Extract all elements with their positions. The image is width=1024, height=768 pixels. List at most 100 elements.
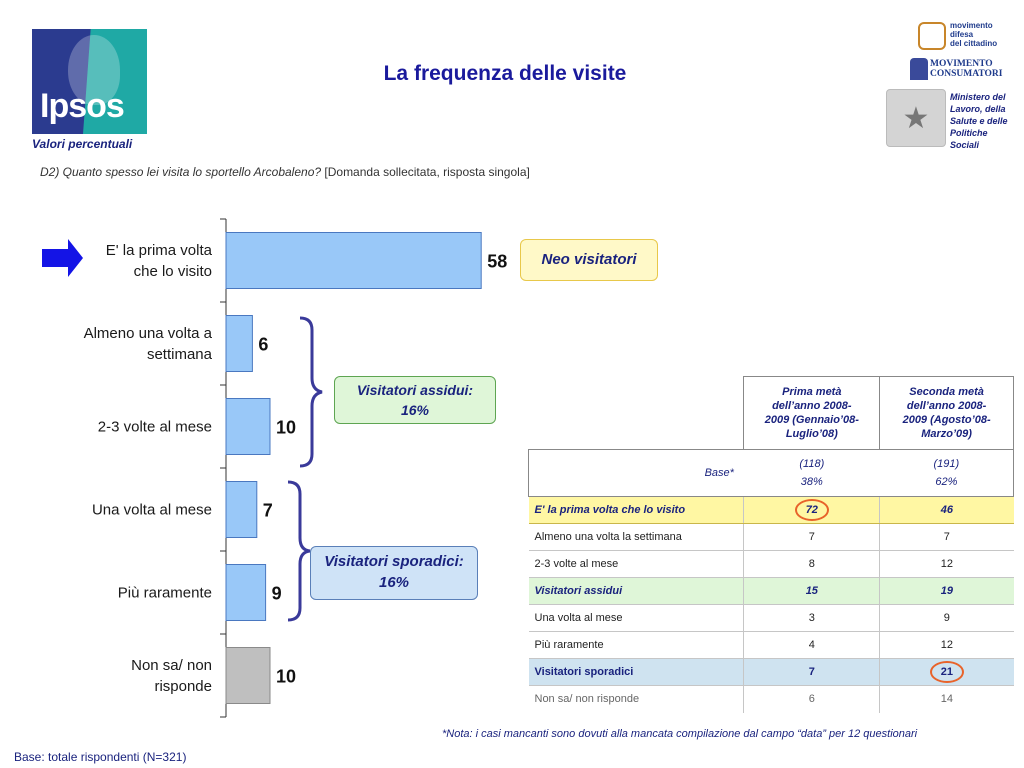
ministry-text: Ministero del Lavoro, della Salute e del…: [950, 91, 1020, 151]
mdc-logo-text: movimento difesa del cittadino: [950, 21, 997, 48]
chart-data-label: 58: [487, 252, 507, 272]
chart-category-label: risponde: [154, 678, 212, 695]
ministry-line: Lavoro, della: [950, 104, 1006, 114]
row-label: Una volta al mese: [528, 604, 744, 632]
ministry-line: Sociali: [950, 140, 980, 150]
chart-bar: [225, 481, 258, 538]
table-row: Una volta al mese 3 9: [528, 604, 1014, 632]
row-value-first: 6: [743, 685, 880, 713]
chart-category-label: settimana: [147, 346, 213, 363]
chart-data-label: 7: [263, 501, 273, 521]
table-row: Visitatori assidui 15 19: [528, 577, 1014, 605]
table-footnote: *Nota: i casi mancanti sono dovuti alla …: [442, 728, 918, 740]
row-value-second: 9: [879, 604, 1014, 632]
base-first-half: (118)38%: [743, 449, 880, 497]
mc-logo-text: MOVIMENTO CONSUMATORI: [930, 59, 1003, 79]
row-label: Più raramente: [528, 631, 744, 659]
question-text: D2) Quanto spesso lei visita lo sportell…: [40, 165, 530, 179]
mdc-line: movimento: [950, 21, 993, 30]
table-base-row: Base* (118)38% (191)62%: [527, 449, 1014, 497]
emblem-star-icon: ★: [902, 101, 930, 135]
chart-category-label: Non sa/ non: [131, 657, 212, 674]
table-row: Non sa/ non risponde 6 14: [529, 685, 1014, 713]
row-value-first: 8: [743, 550, 880, 578]
base-label: Base*: [527, 449, 744, 497]
chart-category-label: 2-3 volte al mese: [98, 419, 212, 436]
callout-visitatori-sporadici: Visitatori sporadici: 16%: [310, 546, 478, 600]
row-label: Non sa/ non risponde: [534, 693, 640, 706]
ministry-line: Politiche: [950, 128, 988, 138]
chart-category-label: E' la prima volta: [106, 242, 213, 259]
ipsos-logo-teal: [83, 29, 147, 134]
chart-category-label: che lo visito: [134, 263, 212, 280]
chart-category-label: Una volta al mese: [92, 502, 212, 519]
chart-category-label: Almeno una volta a: [84, 325, 213, 342]
base-second-half: (191)62%: [879, 449, 1014, 497]
mc-line: CONSUMATORI: [930, 69, 1003, 79]
chart-data-label: 9: [272, 584, 282, 604]
callout-line: 16%: [378, 574, 410, 591]
row-value-first: 7: [743, 523, 880, 551]
row-value-second: 46: [879, 496, 1014, 524]
movimento-consumatori-logo: MOVIMENTO CONSUMATORI: [908, 56, 1018, 84]
mdc-logo-icon: [918, 22, 946, 50]
ipsos-logo-face: [68, 35, 120, 105]
row-value-second: 12: [879, 550, 1014, 578]
ministry-line: Ministero del: [950, 92, 1006, 102]
question-main: D2) Quanto spesso lei visita lo sportell…: [40, 165, 322, 179]
row-value-first: 7: [743, 658, 880, 686]
mc-line: MOVIMENTO: [930, 59, 993, 69]
mdc-line: difesa: [950, 30, 974, 39]
chart-bar: [225, 564, 267, 621]
chart-bar: [225, 647, 271, 704]
table-row: Almeno una volta la settimana 7 7: [528, 523, 1014, 551]
question-note: [Domanda sollecitata, risposta singola]: [324, 165, 530, 179]
callout-neo-visitatori: Neo visitatori: [520, 239, 658, 281]
chart-data-label: 10: [276, 667, 296, 687]
callout-line: Visitatori sporadici:: [324, 553, 464, 570]
row-label: Visitatori sporadici: [528, 658, 744, 686]
row-value-second: 21: [879, 658, 1014, 686]
values-subtitle: Valori percentuali: [32, 137, 133, 151]
table-row: E' la prima volta che lo visito 72 46: [528, 496, 1014, 524]
frequency-bar-chart: 58 E' la prima volta che lo visito 6 Almeno …: [84, 218, 507, 718]
callout-visitatori-assidui: Visitatori assidui: 16%: [334, 376, 496, 424]
ministry-line: Salute e delle: [950, 116, 1008, 126]
table-row: Più raramente 4 12: [528, 631, 1014, 659]
row-value-first: 15: [743, 577, 880, 605]
table-header-empty: [529, 377, 744, 450]
arrow-shape: [42, 239, 83, 277]
chart-bar: [225, 315, 253, 372]
ipsos-logo: Ipsos: [32, 29, 147, 134]
row-label: E' la prima volta che lo visito: [528, 496, 744, 524]
bracket-sporadici-icon: [287, 480, 311, 622]
table-row: 2-3 volte al mese 8 12: [528, 550, 1014, 578]
mc-logo-icon: [910, 58, 928, 80]
row-value-second: 14: [879, 685, 1014, 713]
table-row: Visitatori sporadici 7 21: [528, 658, 1014, 686]
row-value-second: 12: [879, 631, 1014, 659]
row-value-first: 3: [743, 604, 880, 632]
ring-highlight: 72: [794, 499, 829, 521]
page-title: La frequenza delle visite: [383, 62, 627, 85]
base-note: Base: totale rispondenti (N=321): [14, 750, 187, 764]
ministry-emblem-icon: ★: [886, 89, 946, 147]
callout-line: 16%: [400, 402, 430, 418]
mdc-logo: movimento difesa del cittadino: [916, 20, 1006, 52]
chart-bar: [225, 398, 271, 455]
chart-data-label: 6: [258, 335, 268, 355]
chart-bar: [225, 232, 482, 289]
row-label: 2-3 volte al mese: [528, 550, 744, 578]
mdc-line: del cittadino: [950, 39, 998, 48]
row-value-second: 19: [879, 577, 1014, 605]
chart-category-label: Più raramente: [118, 585, 212, 602]
row-label: Almeno una volta la settimana: [528, 523, 744, 551]
row-value-first: 4: [743, 631, 880, 659]
ipsos-logo-text: Ipsos: [40, 87, 125, 125]
arrow-right-icon: [42, 239, 83, 277]
chart-data-label: 10: [276, 418, 296, 438]
